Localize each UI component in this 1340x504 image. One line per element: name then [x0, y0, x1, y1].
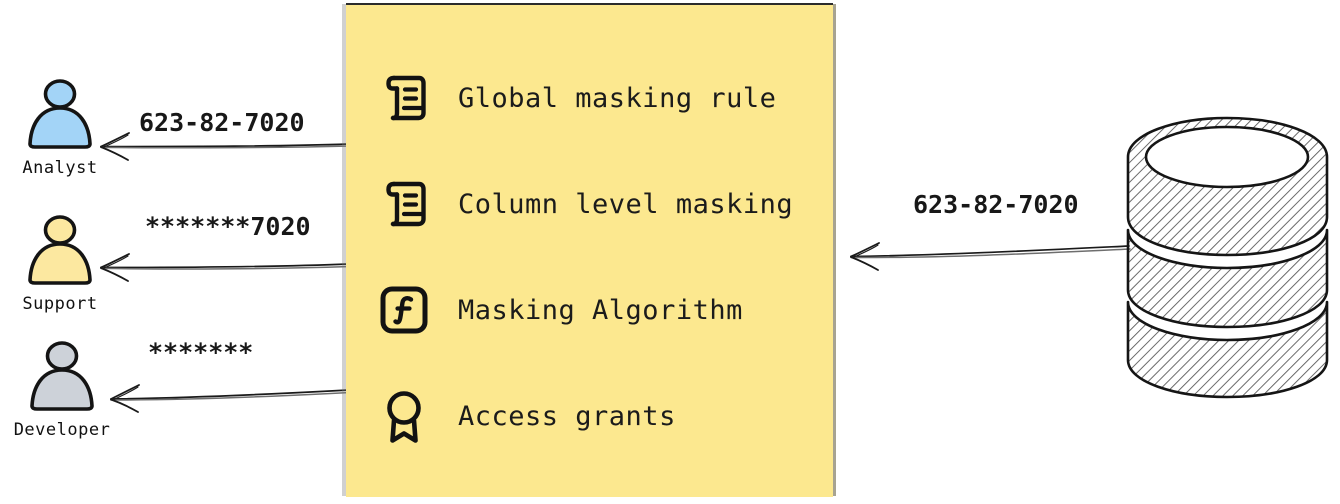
rule-item-global-masking-rule[interactable]: Global masking rule — [376, 45, 826, 151]
rule-label: Global masking rule — [458, 82, 777, 114]
arrow-left-icon — [100, 253, 350, 282]
arrow-label-analyst: 623-82-7020 — [139, 108, 305, 137]
actor-analyst: Analyst — [0, 78, 120, 178]
arrow-left-icon — [850, 242, 1131, 271]
award-ribbon-icon — [376, 388, 432, 444]
arrow-to-analyst: 623-82-7020 — [95, 108, 350, 168]
actor-support: Support — [0, 214, 120, 314]
rule-item-masking-algorithm[interactable]: Masking Algorithm — [376, 257, 826, 363]
person-icon — [30, 341, 94, 411]
arrow-left-icon — [110, 384, 350, 413]
rule-item-access-grants[interactable]: Access grants — [376, 363, 826, 469]
arrow-to-support: *******7020 — [95, 212, 350, 282]
rule-item-column-level-masking[interactable]: Column level masking — [376, 151, 826, 257]
person-icon — [28, 215, 92, 285]
actor-label-support: Support — [22, 294, 98, 314]
scroll-icon — [376, 176, 432, 232]
masking-rules-list: Global masking rule Column level masking — [376, 45, 826, 469]
arrow-label-developer: ******* — [148, 338, 254, 367]
rule-label: Masking Algorithm — [458, 294, 743, 326]
person-icon — [28, 79, 92, 149]
scroll-icon — [376, 70, 432, 126]
arrow-to-developer: ******* — [105, 338, 350, 413]
actor-label-developer: Developer — [13, 420, 111, 440]
rule-label: Access grants — [458, 400, 676, 432]
arrow-label-support: *******7020 — [145, 212, 311, 241]
masking-rules-panel: Global masking rule Column level masking — [346, 3, 833, 497]
function-icon — [376, 282, 432, 338]
arrow-left-icon — [100, 132, 350, 161]
arrow-database-to-panel: 623-82-7020 — [845, 190, 1135, 271]
rule-label: Column level masking — [458, 188, 794, 220]
database-cylinder-icon — [1120, 112, 1335, 402]
actor-label-analyst: Analyst — [22, 158, 98, 178]
arrow-label-database: 623-82-7020 — [913, 190, 1079, 219]
actor-developer: Developer — [2, 340, 122, 440]
